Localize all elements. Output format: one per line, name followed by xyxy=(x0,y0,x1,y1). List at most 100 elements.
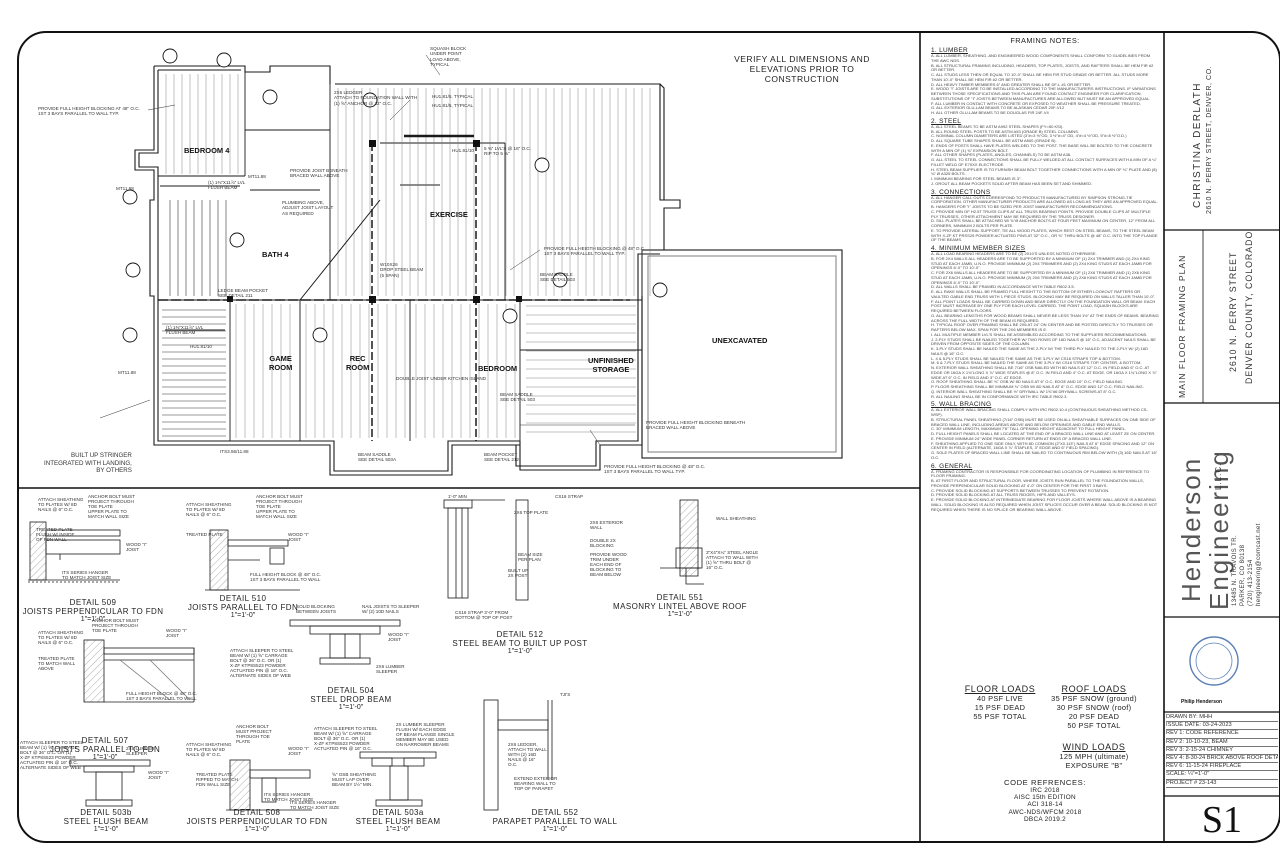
notes-item: q. INTERIOR WALL SHEATHING SHALL BE ½" D… xyxy=(931,388,1117,394)
detail-label-d503a: ACTUATED PIN @ 16" O.C. xyxy=(314,746,373,751)
notes-section-heading: 2. STEEL xyxy=(931,117,962,125)
detail-label-d552: TJI's xyxy=(560,692,571,697)
detail-label-d503a: ON NARROWER BEAMS xyxy=(396,742,449,747)
detail-label-d508: RIPPED TO MATCH xyxy=(196,777,238,782)
note-double-joist: DOUBLE JOIST UNDER KITCHEN ISLAND xyxy=(396,376,487,381)
detail-label-d551: TRIM UNDER xyxy=(590,557,619,562)
note-mt-1: MT11.88 xyxy=(118,370,136,375)
detail-503b-title: DETAIL 503b STEEL FLUSH BEAM 1"=1'-0" xyxy=(63,808,149,833)
detail-label-d503b: BEAM W/ (1) ⅝" CARRAGE xyxy=(20,745,78,750)
revision-label: REV 1: xyxy=(1166,730,1186,737)
detail-label-d504: BEAM W/ (1) ⅝" CARRAGE xyxy=(230,653,288,658)
detail-503b-drawing xyxy=(69,759,151,807)
detail-label-d508: TREATED PLATE xyxy=(196,772,233,777)
detail-label-d510: UPPER PLATE TO xyxy=(256,509,295,514)
roof-loads: ROOF LOADS 35 PSF SNOW (ground) 30 PSF S… xyxy=(1051,684,1137,730)
detail-label-d503b: JOIST xyxy=(148,775,162,780)
notes-section-heading: 4. MINIMUM MEMBER SIZES xyxy=(931,245,1026,252)
detail-label-d509: ANCHOR BOLT MUST xyxy=(88,494,136,499)
detail-label-d552: EXTEND EXTERIOR xyxy=(514,776,558,781)
detail-label-d503b: ALTERNATE SIDES OF WEB xyxy=(20,765,81,770)
detail-label-d552: BEARING WALL TO xyxy=(514,781,556,786)
sheet-border xyxy=(17,31,1280,843)
detail-linework xyxy=(28,499,704,811)
detail-label-d503a: TO MATCH JOIST SIZE xyxy=(290,805,340,810)
framing-notes: FRAMING NOTES: 1. LUMBERa. ALL LUMBER, S… xyxy=(931,36,1159,690)
notes-item: h. ALL OTHER GLU-LAM BEAMS TO BE DOUGLAS… xyxy=(931,110,1049,115)
sheet-number: S1 xyxy=(1201,799,1243,841)
detail-510-drawing xyxy=(205,529,300,591)
revision-value: 10-10-23, BEAM xyxy=(1185,738,1228,745)
notes-item: c. PROVIDE SOLID BLOCKING AT SUPPORTS BE… xyxy=(931,487,1110,493)
detail-label-d551: 16" O.C. xyxy=(706,565,724,570)
firm-address-1: 13485 N. TRAVOIS TR. xyxy=(1232,534,1238,606)
detail-label-d551: BLOCKING TO xyxy=(590,567,622,572)
detail-label-d503a: MUST LAP OVER xyxy=(332,777,370,782)
detail-label-d512: BOTTOM @ TOP OF POST xyxy=(455,615,513,620)
detail-label-d551: DOUBLE 2x xyxy=(590,538,616,543)
notes-item: b. ALL STRUCTURAL FRAMING INCLUDING, HEA… xyxy=(931,62,1154,73)
detail-504-drawing xyxy=(289,619,401,665)
detail-label-d512: PER PLAN xyxy=(518,557,541,562)
detail-label-d507: 1ST 3 BAYS PARALLEL TO WALL xyxy=(126,696,197,701)
floor-plan xyxy=(99,48,843,476)
notes-item: c. ALL STUDS LESS THEN OR EQUAL TO 10'-0… xyxy=(931,72,1149,82)
detail-503a-title: DETAIL 503a STEEL FLUSH BEAM 1"=1'-0" xyxy=(355,808,441,833)
detail-label-d508: THROUGH TOE xyxy=(236,734,270,739)
detail-label-d512: 2x6 TOP PLATE xyxy=(514,510,549,515)
detail-504-title: DETAIL 504 STEEL DROP BEAM 1"=1'-0" xyxy=(310,686,392,711)
detail-label-d504: SLEEPER xyxy=(376,669,398,674)
notes-item: d. FULL HEIGHT PANELS SHALL BE LOCATED A… xyxy=(931,431,1156,436)
detail-label-d503b: BOLT @ 36" O.C. OR (1) xyxy=(20,750,72,755)
leader-lines xyxy=(99,54,635,446)
detail-label-d551: PROVIDE WOOD xyxy=(590,552,627,557)
detail-label-d510: WOOD "I" xyxy=(288,532,309,537)
detail-label-d512: BEAM SIZE xyxy=(518,552,543,557)
revision-row: REV 2: 10-10-23, BEAM xyxy=(1166,739,1278,747)
notes-item: f. ALL LUMBER IN CONTACT WITH CONCRETE O… xyxy=(931,100,1141,106)
detail-label-d510: FULL HEIGHT BLOCK @ 48" O.C. xyxy=(250,572,322,577)
verify-note: VERIFY ALL DIMENSIONS AND ELEVATIONS PRI… xyxy=(734,54,870,84)
plan-title: MAIN FLOOR FRAMING PLAN xyxy=(1177,254,1187,398)
detail-label-d507: JOIST xyxy=(166,633,180,638)
wind-loads: WIND LOADS 125 MPH (ultimate) EXPOSURE "… xyxy=(1059,742,1129,770)
notes-section-heading: 5. WALL BRACING xyxy=(931,401,992,409)
notes-item: f. ALL POINT LOADS SHALL BE CARRIED DOWN… xyxy=(931,298,1156,313)
room-exercise: EXERCISE xyxy=(430,210,468,219)
detail-label-d507: TREATED PLATE xyxy=(38,656,75,661)
stair-treads xyxy=(162,200,227,437)
revision-row: SCALE: ¼"=1'-0" xyxy=(1166,771,1278,780)
notes-item: b. HANGERS FOR "I" JOISTS TO BE SIZED PE… xyxy=(931,204,1114,209)
detail-509-drawing xyxy=(28,521,121,583)
detail-label-d504: ALTERNATE SIDES OF WEB xyxy=(230,673,291,678)
detail-callouts xyxy=(122,48,668,343)
detail-label-d551: WALL SHEATHING xyxy=(716,516,756,521)
detail-label-d510: TOE PLATE xyxy=(256,504,281,509)
detail-507-title: DETAIL 507 JOISTS PARALLEL TO FDN 1"=1'-… xyxy=(49,736,161,761)
note-hu-2: HU1.81/10 xyxy=(452,148,474,153)
detail-label-d503a: 2x LUMBER SLEEPER xyxy=(396,722,445,727)
detail-label-d507: ABOVE xyxy=(38,666,54,671)
detail-label-d509: FLUSH W/ INSIDE xyxy=(36,532,75,537)
posts xyxy=(227,140,522,303)
detail-label-d503a: ATTACH SLEEPER TO STEEL xyxy=(314,726,378,731)
note-mt-2: MT11.88 xyxy=(116,186,134,191)
notes-item: j. 2-PLY STUDS SHALL BE NAILED TOGETHER … xyxy=(931,336,1156,347)
detail-label-d509: OF FDN WALL xyxy=(36,537,67,542)
revision-row: PROJECT # 23-143 xyxy=(1166,780,1278,788)
notes-item: i. MINIMUM BEARING FOR STEEL BEAMS IS 3"… xyxy=(931,176,1022,181)
detail-label-d503b: WOOD "I" xyxy=(148,770,169,775)
notes-item: h. STEEL BEAM SUPPLIER IS TO FURNISH BEA… xyxy=(931,166,1157,177)
detail-label-d504: ATTACH SLEEPER TO STEEL xyxy=(230,648,294,653)
detail-label-d509: ATTACH SHEATHING xyxy=(38,497,84,502)
detail-label-d504: ACTUATED PIN @ 16" O.C. xyxy=(230,668,289,673)
room-bedroom-4: BEDROOM 4 xyxy=(184,146,230,155)
detail-label-d551: EACH END OF xyxy=(590,562,622,567)
notes-item: c. NOMINAL COLUMN DIAMETERS ARE LISTED (… xyxy=(931,133,1127,139)
framing-notes-title: FRAMING NOTES: xyxy=(1010,36,1080,45)
